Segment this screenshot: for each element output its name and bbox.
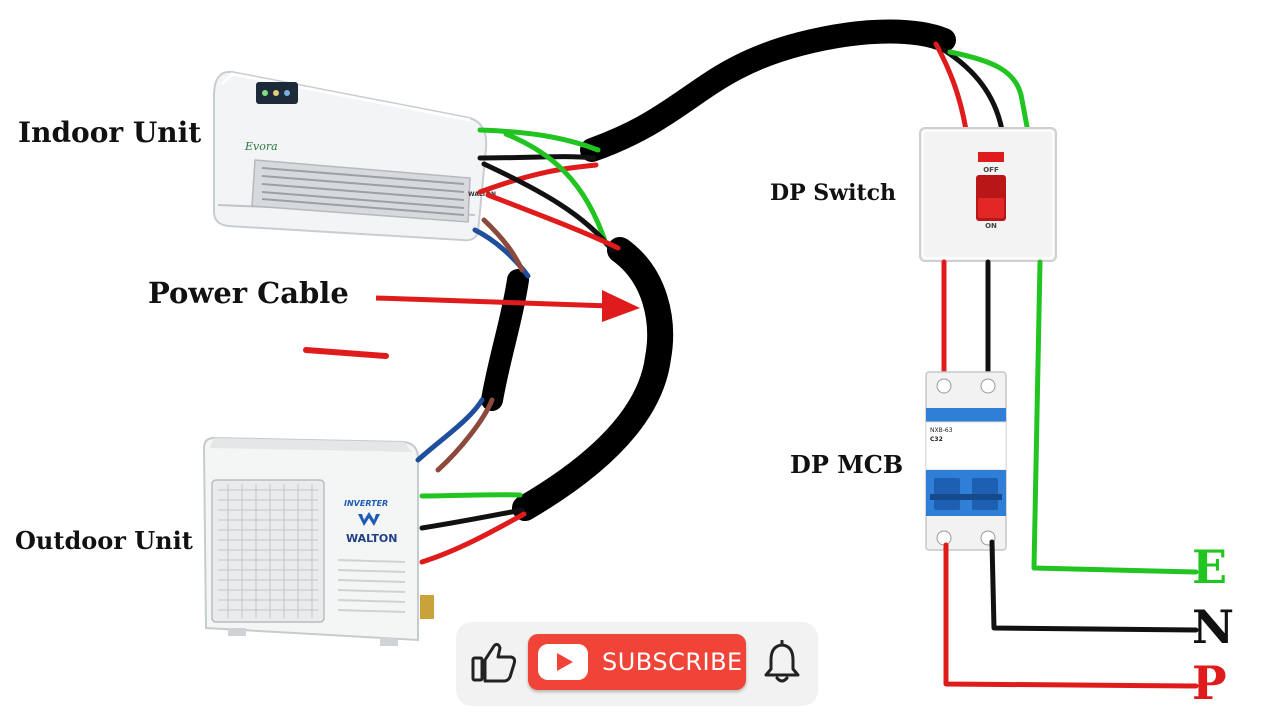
outdoor-unit-label: Outdoor Unit bbox=[15, 526, 193, 555]
outdoor-valve bbox=[420, 595, 434, 619]
power-cable-label: Power Cable bbox=[148, 276, 349, 310]
power-cable-arrow bbox=[375, 290, 640, 322]
dp-switch: OFF ON bbox=[919, 127, 1057, 262]
outdoor-brand-name: WALTON bbox=[346, 532, 397, 545]
indoor-unit: Evora WALTON bbox=[213, 70, 496, 242]
interconnect-cable bbox=[512, 237, 674, 521]
power-cable-to-switch bbox=[580, 19, 956, 162]
red-dash-mark bbox=[303, 347, 389, 359]
indoor-logo: WALTON bbox=[468, 191, 496, 198]
switch-off-mark: OFF bbox=[983, 166, 999, 174]
supply-wires bbox=[943, 259, 1199, 689]
indoor-logo-script: Evora bbox=[244, 140, 278, 153]
thumbs-up-icon[interactable] bbox=[470, 640, 518, 684]
dp-mcb-label: DP MCB bbox=[790, 450, 904, 479]
outdoor-wires bbox=[415, 397, 527, 565]
outdoor-inverter-tag: INVERTER bbox=[344, 499, 388, 508]
indoor-unit-label: Indoor Unit bbox=[18, 116, 202, 149]
outdoor-unit: INVERTER WALTON bbox=[202, 436, 434, 646]
outdoor-fan-grille bbox=[211, 479, 325, 623]
walton-logo-icon bbox=[358, 512, 380, 526]
outdoor-power-cable bbox=[481, 269, 529, 411]
switch-feed-wires bbox=[933, 41, 1031, 135]
indoor-wires bbox=[472, 127, 621, 279]
dp-switch-label: DP Switch bbox=[770, 180, 897, 206]
subscribe-button[interactable]: SUBSCRIBE bbox=[528, 634, 746, 690]
switch-mcb-wires bbox=[941, 259, 991, 395]
subscribe-label: SUBSCRIBE bbox=[602, 648, 743, 676]
switch-indicator bbox=[978, 152, 1004, 162]
play-icon bbox=[538, 644, 588, 680]
phase-label: P bbox=[1192, 656, 1227, 710]
neutral-label: N bbox=[1192, 600, 1235, 654]
dp-mcb: NXB-63 C32 bbox=[925, 371, 1007, 551]
switch-on-mark: ON bbox=[985, 222, 997, 230]
earth-label: E bbox=[1192, 540, 1228, 594]
mcb-rating: C32 bbox=[930, 436, 943, 443]
bell-icon[interactable] bbox=[762, 640, 802, 684]
mcb-model: NXB-63 bbox=[930, 427, 953, 434]
